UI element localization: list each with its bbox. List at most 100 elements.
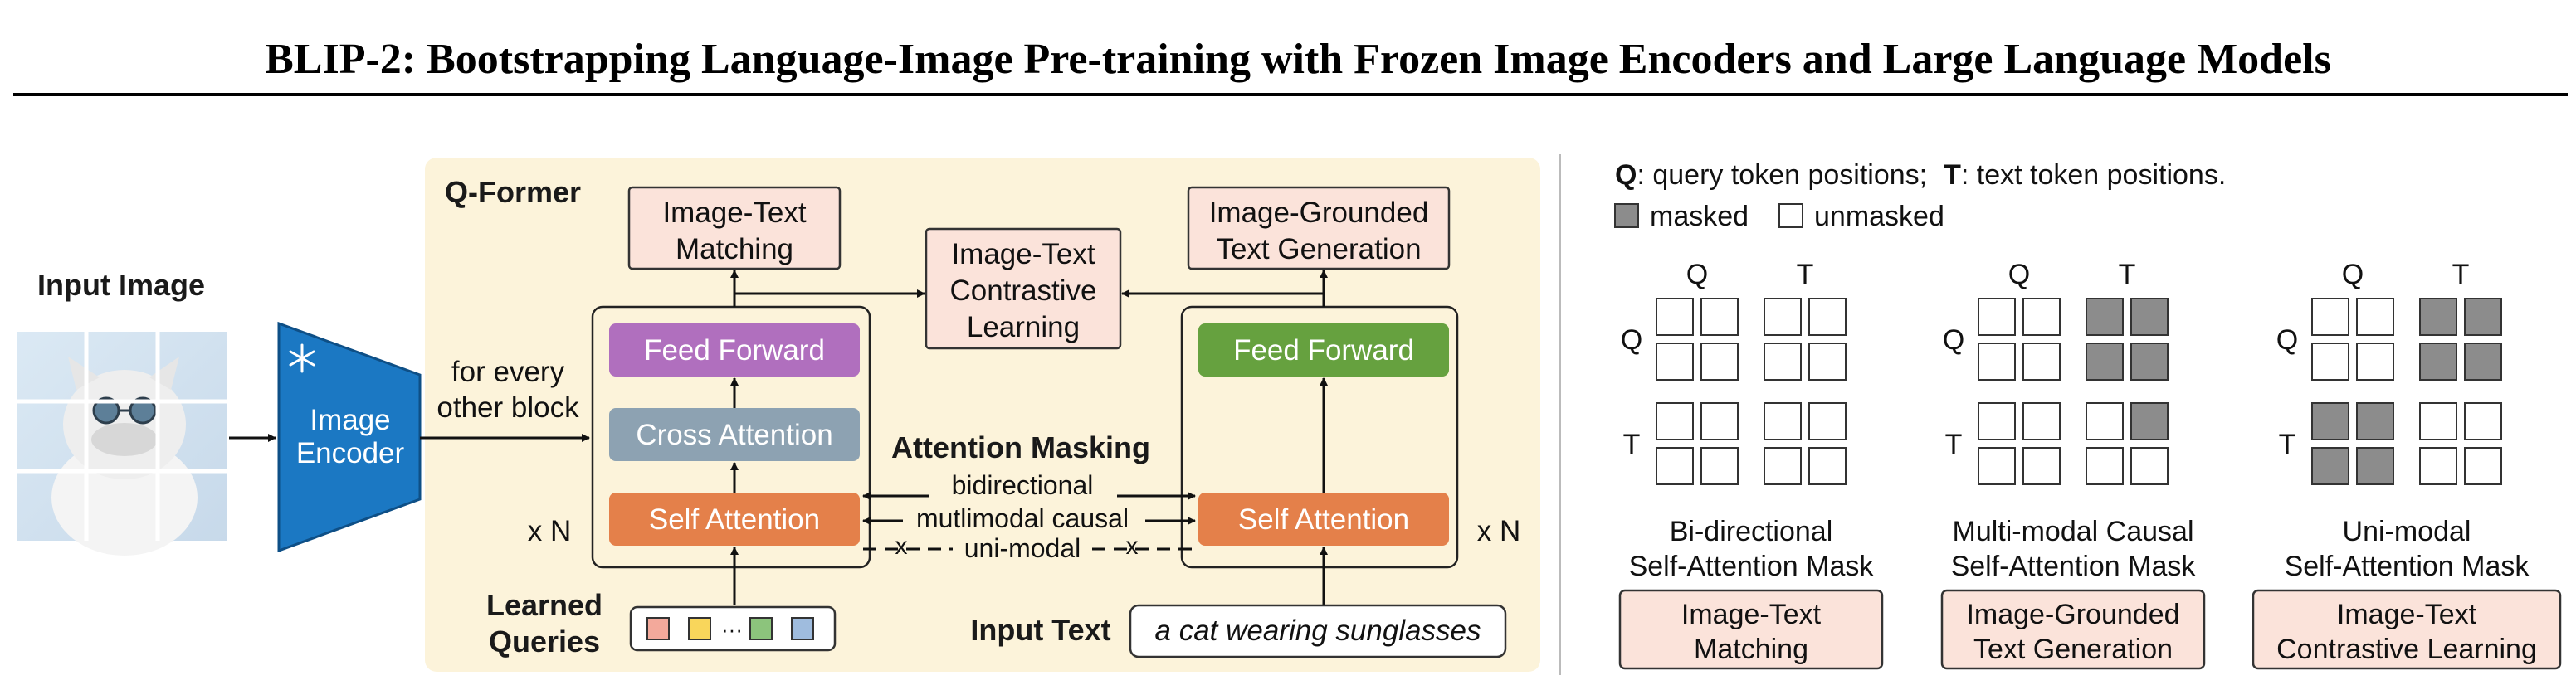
mask-cell-unmasked	[1978, 447, 2016, 485]
mask-cell-unmasked	[2022, 298, 2061, 336]
mask-task-box	[2252, 589, 2562, 670]
mask-cell-masked	[2086, 298, 2124, 336]
self-attention-left: Self Attention	[609, 493, 860, 546]
mask-cell-unmasked	[1764, 298, 1802, 336]
legend-t-key: T	[1944, 159, 1961, 191]
itm-objective-box: Image-Text Matching	[627, 186, 842, 270]
mask-cell-unmasked	[2419, 447, 2457, 485]
legend-unmasked-label: unmasked	[1814, 201, 1944, 232]
mask-cell-unmasked	[1978, 343, 2016, 381]
mask-col-q-label: Q	[1686, 259, 1708, 290]
itm-line1: Image-Text	[662, 197, 806, 229]
mask-cell-unmasked	[2311, 298, 2349, 336]
uni-modal-cross-right: x	[1126, 532, 1139, 560]
mask-task-box	[1618, 589, 1884, 670]
mask-cell-masked	[2356, 402, 2394, 440]
encoder-label-line1: Image	[310, 404, 390, 436]
itc-line3: Learning	[967, 311, 1080, 343]
mask-cell-masked	[2419, 298, 2457, 336]
mask-cell-unmasked	[2022, 447, 2061, 485]
mask-cell-masked	[2464, 343, 2502, 381]
mask-cell-masked	[2311, 447, 2349, 485]
xN-right: x N	[1477, 515, 1521, 547]
mask-cell-unmasked	[2130, 447, 2169, 485]
mask-row-q-label: Q	[1943, 324, 1964, 356]
legend-line1: Q: query token positions;T: text token p…	[1615, 159, 2226, 191]
mask-col-t-label: T	[2119, 259, 2136, 290]
mask-cell-masked	[2464, 298, 2502, 336]
bidirectional-label: bidirectional	[952, 470, 1094, 500]
image-encoder: Image Encoder	[277, 321, 422, 553]
figure-title: BLIP-2: Bootstrapping Language-Image Pre…	[265, 36, 2331, 83]
mask-cell-masked	[2130, 402, 2169, 440]
itg-line1: Image-Grounded	[1209, 197, 1429, 229]
itc-objective-box: Image-Text Contrastive Learning	[925, 227, 1122, 350]
mask-cell-unmasked	[1978, 402, 2016, 440]
self-attention-left-label: Self Attention	[649, 503, 820, 536]
mask-cell-unmasked	[2022, 402, 2061, 440]
every-other-label-line2: other block	[437, 391, 579, 424]
mask-row-t-label: T	[1945, 429, 1963, 460]
mask-cell-unmasked	[2022, 343, 2061, 381]
itc-line2: Contrastive	[949, 275, 1096, 307]
mask-cell-unmasked	[1700, 298, 1739, 336]
encoder-label-line2: Encoder	[296, 437, 405, 469]
mask-cell-unmasked	[1808, 447, 1847, 485]
query-token-1	[646, 617, 670, 640]
mask-cell-unmasked	[2419, 402, 2457, 440]
mask-title-line1: Bi-directional	[1670, 516, 1833, 547]
every-other-label-line1: for every	[451, 356, 565, 388]
mask-task-line1: Image-Text	[1681, 599, 1822, 630]
legend-t-text: : text token positions.	[1961, 159, 2226, 191]
mask-cell-unmasked	[2086, 402, 2124, 440]
mask-row-q-label: Q	[1621, 324, 1642, 356]
feed-forward-right: Feed Forward	[1198, 323, 1449, 377]
mask-cell-masked	[2130, 343, 2169, 381]
feed-forward-left-label: Feed Forward	[644, 334, 825, 367]
mask-cell-unmasked	[1656, 447, 1694, 485]
mask-cell-unmasked	[1764, 402, 1802, 440]
mask-cell-masked	[2311, 402, 2349, 440]
mask-col-q-label: Q	[2342, 259, 2364, 290]
legend-masked-label: masked	[1650, 201, 1749, 232]
mask-task-line2: Text Generation	[1973, 634, 2173, 665]
mask-cell-unmasked	[2464, 402, 2502, 440]
mask-cell-unmasked	[1700, 343, 1739, 381]
attention-masking-label: Attention Masking	[891, 430, 1150, 464]
input-text-box: a cat wearing sunglasses	[1129, 604, 1507, 658]
mask-title-line1: Multi-modal Causal	[1953, 516, 2194, 547]
mask-row-t-label: T	[1623, 429, 1641, 460]
mask-cell-masked	[2419, 343, 2457, 381]
learned-queries-box: ···	[629, 605, 837, 652]
cross-attention-label: Cross Attention	[636, 419, 832, 451]
mask-cell-unmasked	[1700, 447, 1739, 485]
learned-queries-line1: Learned	[486, 588, 603, 622]
mask-col-q-label: Q	[2008, 259, 2030, 290]
input-text-label: Input Text	[970, 613, 1110, 647]
mask-col-t-label: T	[2452, 259, 2470, 290]
itg-line2: Text Generation	[1216, 233, 1421, 265]
feed-forward-left: Feed Forward	[609, 323, 860, 377]
mask-cell-unmasked	[2086, 447, 2124, 485]
mask-task-line1: Image-Grounded	[1966, 599, 2179, 630]
self-attention-right: Self Attention	[1198, 493, 1449, 546]
encoder-trapezoid	[277, 321, 422, 553]
mask-cell-unmasked	[1978, 298, 2016, 336]
mask-cell-unmasked	[1656, 343, 1694, 381]
uni-modal-cross-left: x	[895, 532, 908, 560]
input-image	[17, 332, 227, 556]
self-attention-right-label: Self Attention	[1238, 503, 1409, 536]
mask-title-line2: Self-Attention Mask	[1951, 551, 2197, 582]
query-token-2	[688, 617, 711, 640]
mask-row-t-label: T	[2279, 429, 2296, 460]
query-token-3	[749, 617, 773, 640]
mask-cell-unmasked	[2311, 343, 2349, 381]
legend-masked-swatch	[1614, 203, 1639, 228]
mask-task-line2: Contrastive Learning	[2276, 634, 2537, 665]
mask-cell-unmasked	[1700, 402, 1739, 440]
